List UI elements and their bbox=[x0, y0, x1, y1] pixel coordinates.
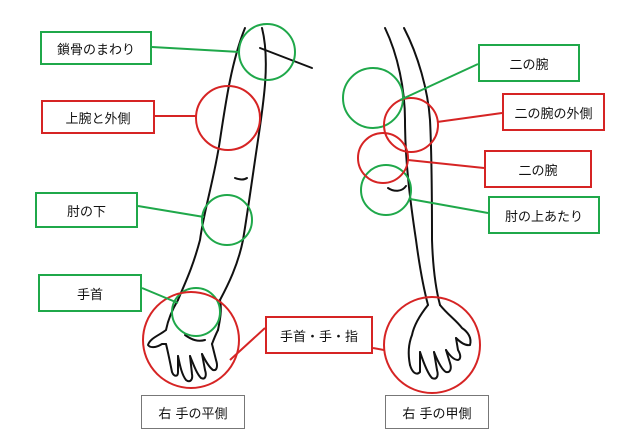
wrist-connector bbox=[141, 287, 179, 304]
clavicle-circle bbox=[238, 23, 296, 81]
label-wrist: 手首 bbox=[38, 274, 142, 312]
upper-arm-outer-circle bbox=[195, 85, 261, 151]
label-forearm-top: 二の腕 bbox=[478, 44, 580, 82]
label-wrist-hand-finger: 手首・手・指 bbox=[265, 316, 373, 354]
forearm-outer-connector bbox=[436, 112, 503, 123]
label-above-elbow: 肘の上あたり bbox=[488, 196, 600, 234]
label-clavicle: 鎖骨のまわり bbox=[40, 31, 152, 65]
label-forearm-red: 二の腕 bbox=[484, 150, 592, 188]
forearm-top-connector bbox=[399, 63, 479, 101]
below-elbow-connector bbox=[137, 205, 205, 218]
caption-back-side: 右 手の甲側 bbox=[385, 395, 489, 429]
below-elbow-circle bbox=[201, 194, 253, 246]
above-elbow-circle bbox=[360, 164, 412, 216]
forearm-red-connector bbox=[407, 159, 485, 169]
right-arm-drawing bbox=[384, 27, 472, 380]
forearm-red-circle bbox=[357, 132, 409, 184]
caption-palm-side: 右 手の平側 bbox=[141, 395, 245, 429]
forearm-top-circle bbox=[342, 67, 404, 129]
palm-hand-circle bbox=[142, 291, 240, 389]
above-elbow-connector bbox=[409, 198, 489, 214]
wrist-circle bbox=[171, 287, 221, 337]
label-below-elbow: 肘の下 bbox=[35, 192, 138, 228]
back-hand-circle bbox=[383, 296, 481, 394]
palm-hand-connector bbox=[229, 327, 266, 361]
clavicle-connector bbox=[151, 46, 241, 53]
label-forearm-outer: 二の腕の外側 bbox=[502, 93, 605, 131]
back-hand-connector bbox=[372, 347, 385, 351]
forearm-outer-circle bbox=[383, 97, 439, 153]
label-upper-arm-outer: 上腕と外側 bbox=[41, 100, 155, 134]
